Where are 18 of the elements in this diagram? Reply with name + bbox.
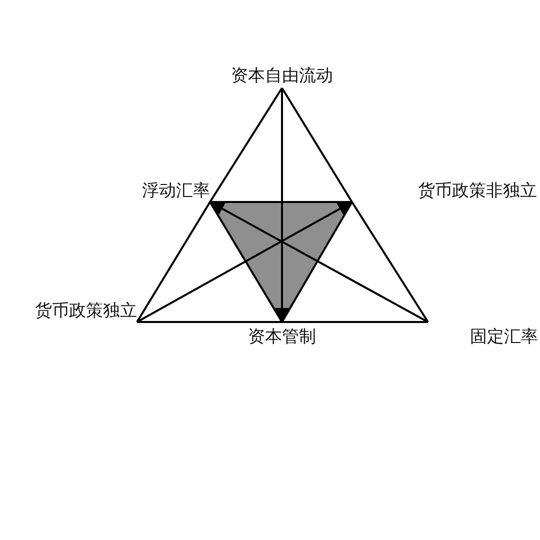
line: [210, 201, 352, 203]
line: [136, 201, 211, 323]
line: [281, 87, 353, 203]
vertex-label: 资本管制: [232, 322, 332, 352]
line: [209, 87, 283, 203]
line: [282, 321, 428, 323]
arrow: [210, 201, 428, 323]
line: [281, 202, 353, 322]
vertex-label: 浮动汇率: [108, 180, 210, 202]
line: [209, 201, 283, 323]
line: [137, 321, 282, 323]
vertex-label: 货币政策独立: [2, 300, 137, 322]
line: [351, 201, 429, 323]
arrow: [275, 88, 289, 322]
vertex-label: 资本自由流动: [222, 64, 342, 88]
arrow: [136, 201, 352, 323]
vertex-label: 货币政策非独立: [352, 180, 537, 202]
vertex-label: 固定汇率: [428, 322, 538, 352]
